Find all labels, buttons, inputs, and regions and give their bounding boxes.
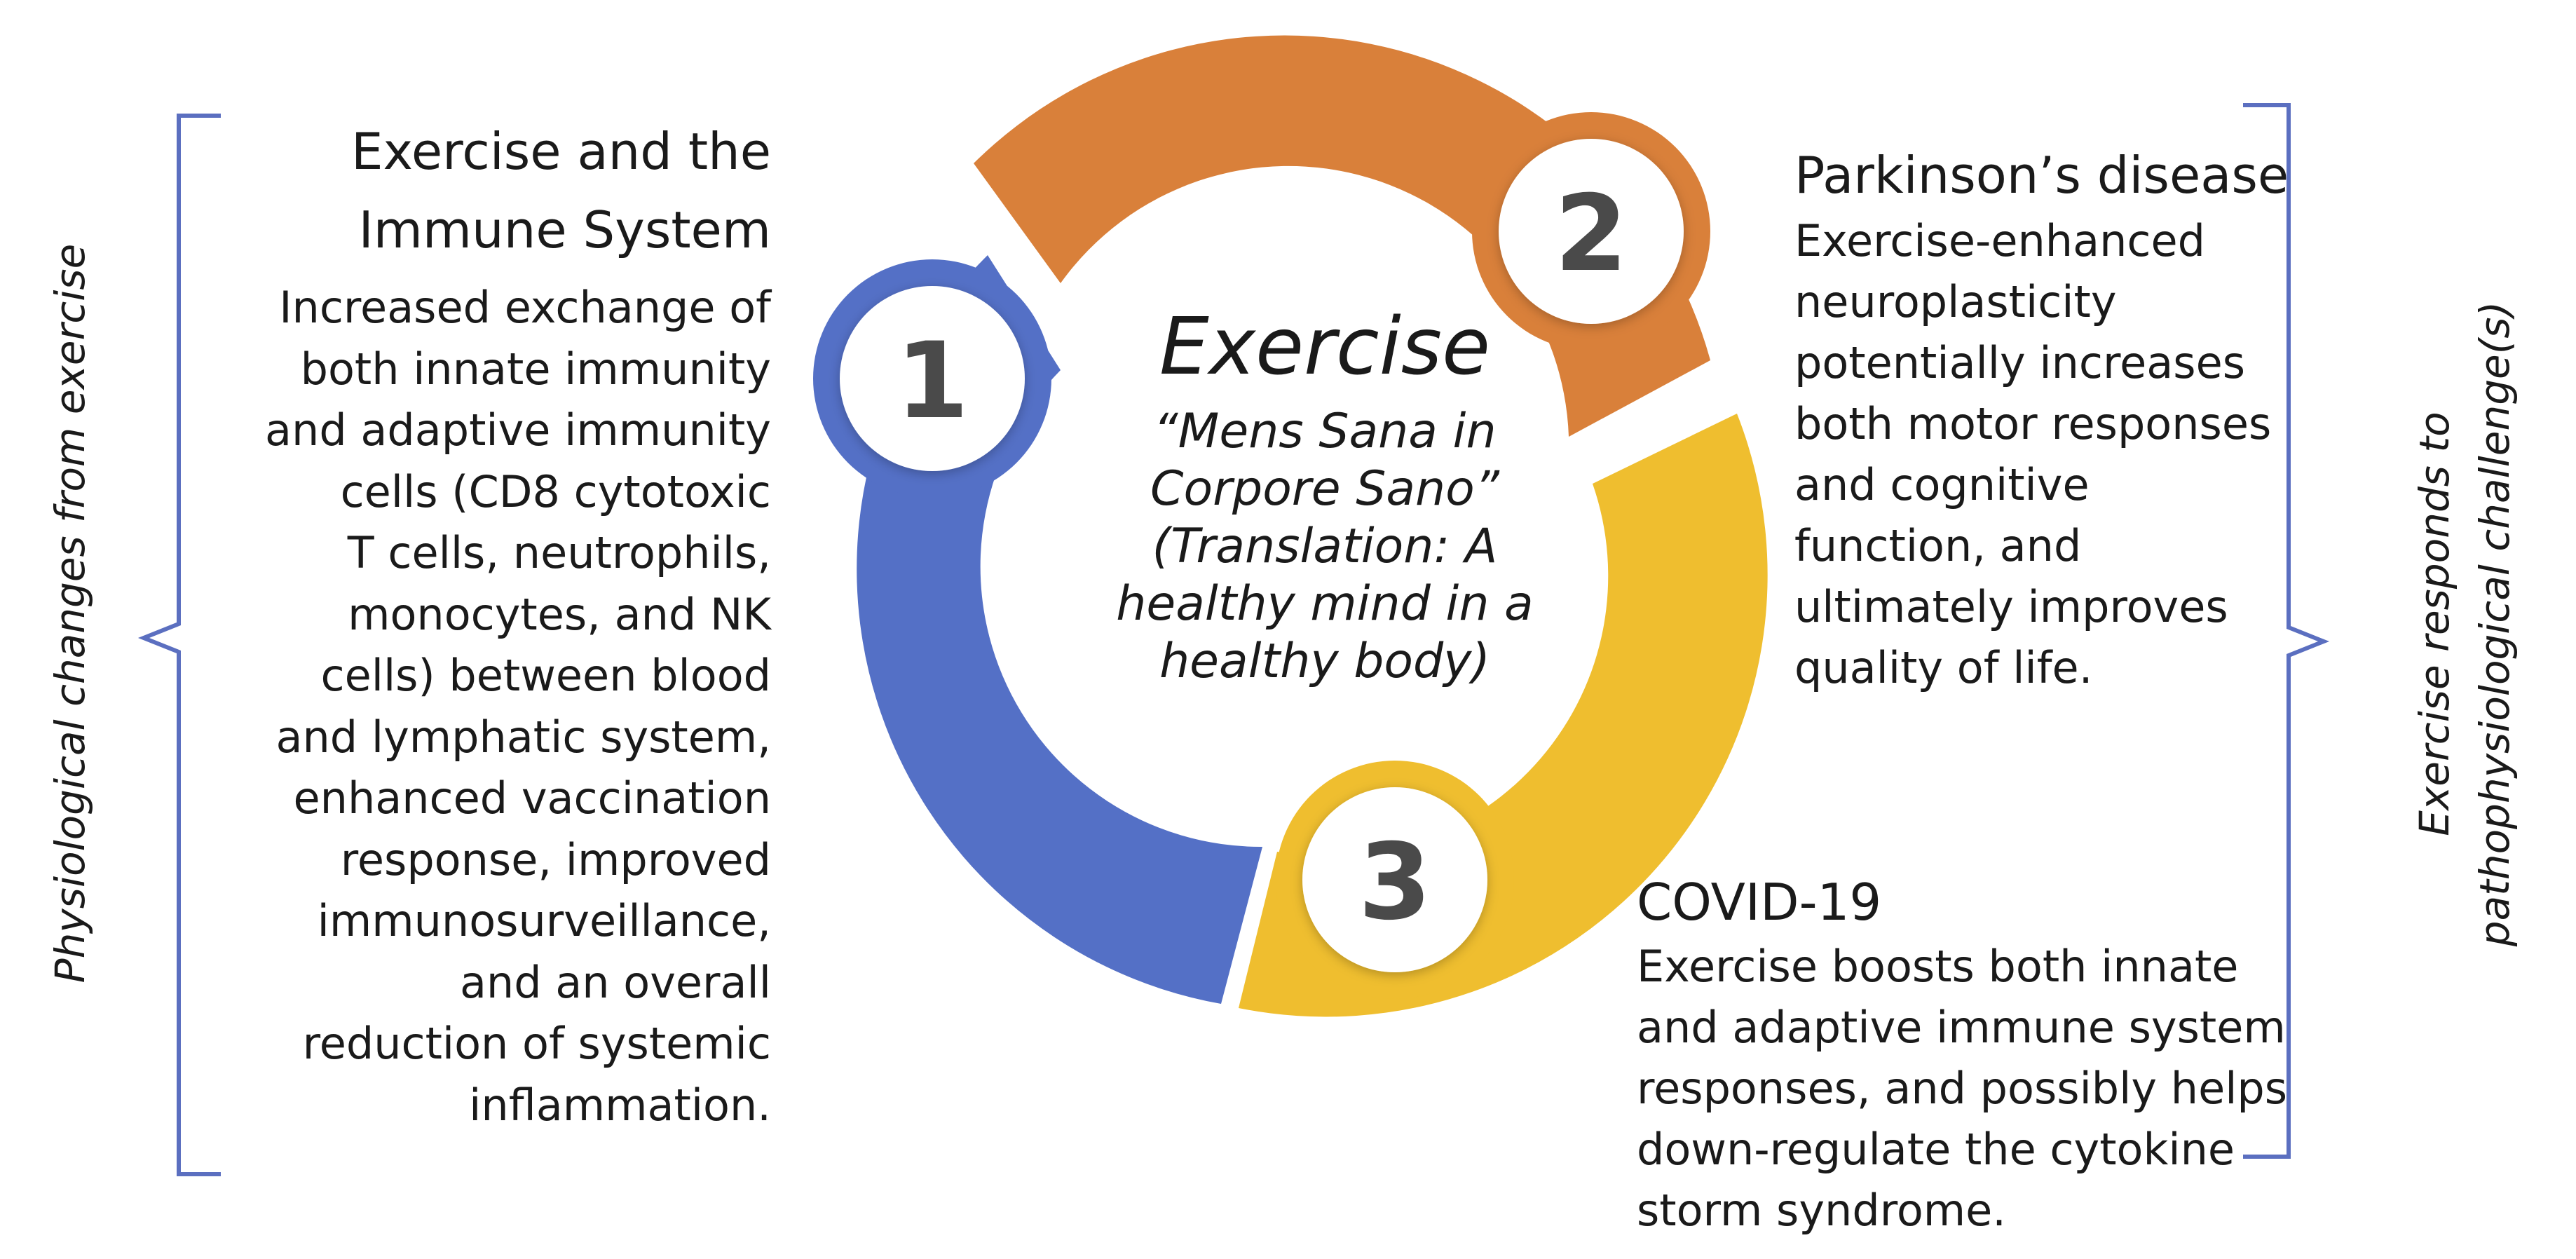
immune-system-title: Exercise and the Immune System: [351, 122, 771, 259]
covid-title: COVID-19: [1637, 873, 1882, 932]
cycle-number-2: 2: [1555, 173, 1628, 295]
left-bracket: [137, 114, 221, 1176]
cycle-number-3: 3: [1358, 822, 1431, 944]
cycle-badge-2: 2: [1472, 112, 1710, 351]
immune-system-description: Increased exchange of both innate immuni…: [265, 282, 771, 1131]
parkinsons-title: Parkinson’s disease: [1794, 146, 2289, 205]
right-bracket: [2243, 103, 2330, 1159]
cycle-badge-1: 1: [813, 259, 1051, 498]
center-title: Exercise: [1159, 301, 1490, 393]
cycle-number-1: 1: [896, 320, 969, 442]
right-side-label: Exercise responds to pathophysiological …: [2411, 301, 2519, 947]
cycle-badge-3: 3: [1276, 761, 1514, 999]
left-side-label: Physiological changes from exercise: [46, 243, 94, 984]
parkinsons-description: Exercise-enhanced neuroplasticity potent…: [1794, 215, 2272, 693]
covid-description: Exercise boosts both innate and adaptive…: [1637, 941, 2288, 1236]
center-quote: “Mens Sana in Corpore Sano” (Translation…: [1116, 404, 1534, 689]
